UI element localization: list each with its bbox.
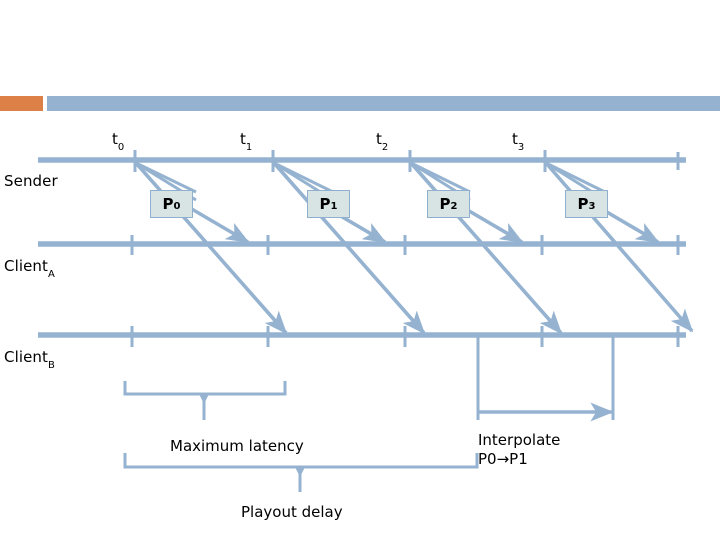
time-label-t1-subscript: 1 xyxy=(245,142,253,153)
p0-arrow-client-a xyxy=(189,206,250,244)
row-label-client-a-text: Client xyxy=(4,257,49,275)
packet-box-p3-subscript: 3 xyxy=(588,200,596,212)
row-label-client-b: ClientB xyxy=(4,348,55,371)
time-label-t3-subscript: 3 xyxy=(517,142,525,153)
arrow-right-icon: → xyxy=(496,450,510,468)
p2-arrow-client-a xyxy=(463,206,524,244)
annotation-interpolate-line1: Interpolate xyxy=(478,431,561,449)
time-label-t1: t1 xyxy=(240,130,253,153)
packet-box-p1-text: P xyxy=(319,195,331,213)
packet-box-p3-text: P xyxy=(577,195,589,213)
time-label-t1-text: t xyxy=(240,130,246,148)
annotation-interpolate-line2: P0→P1 xyxy=(478,450,560,469)
time-label-t0-text: t xyxy=(112,130,118,148)
packet-box-p0-text: P xyxy=(162,195,174,213)
row-label-sender: Sender xyxy=(4,172,58,190)
packet-box-p2-subscript: 2 xyxy=(450,200,458,212)
packet-box-p0-subscript: 0 xyxy=(173,200,181,212)
row-label-sender-text: Sender xyxy=(4,172,58,190)
p2-arrow-client-b xyxy=(409,161,563,335)
row-label-client-b-text: Client xyxy=(4,348,49,366)
playout-delay-bracket xyxy=(123,453,479,469)
time-label-t2: t2 xyxy=(376,130,389,153)
p3-arrow-client-a xyxy=(599,206,660,244)
accent-bar-blue-icon xyxy=(47,96,720,111)
time-label-t0-subscript: 0 xyxy=(117,142,125,153)
caption-maximum-latency-text: Maximum latency xyxy=(170,437,304,455)
packet-box-p1-subscript: 1 xyxy=(330,200,338,212)
packet-box-p2-text: P xyxy=(439,195,451,213)
accent-bar-orange-icon xyxy=(0,96,43,111)
row-label-client-b-subscript: B xyxy=(48,360,55,371)
annotation-interpolate-from-subscript: 0 xyxy=(487,450,497,468)
caption-playout-delay-text: Playout delay xyxy=(241,503,343,521)
p0-arrow-client-b xyxy=(134,161,288,335)
max-latency-bracket xyxy=(123,381,287,396)
caption-playout-delay: Playout delay xyxy=(241,503,343,521)
row-label-client-a-subscript: A xyxy=(48,269,55,280)
row-label-client-a: ClientA xyxy=(4,257,55,280)
time-label-t2-subscript: 2 xyxy=(381,142,389,153)
caption-maximum-latency: Maximum latency xyxy=(170,437,304,455)
time-label-t2-text: t xyxy=(376,130,382,148)
p3-arrow-client-b xyxy=(544,161,694,333)
playout-delay-stem-tip xyxy=(295,467,305,477)
time-label-t3: t3 xyxy=(512,130,525,153)
annotation-interpolate: Interpolate P0→P1 xyxy=(478,431,560,469)
time-label-t3-text: t xyxy=(512,130,518,148)
max-latency-stem-tip xyxy=(199,394,209,404)
annotation-interpolate-to-subscript: 1 xyxy=(518,450,528,468)
p1-arrow-client-b xyxy=(272,161,426,335)
time-label-t0: t0 xyxy=(112,130,125,153)
annotation-interpolate-to: P xyxy=(509,450,519,468)
annotation-interpolate-from: P xyxy=(478,450,488,468)
